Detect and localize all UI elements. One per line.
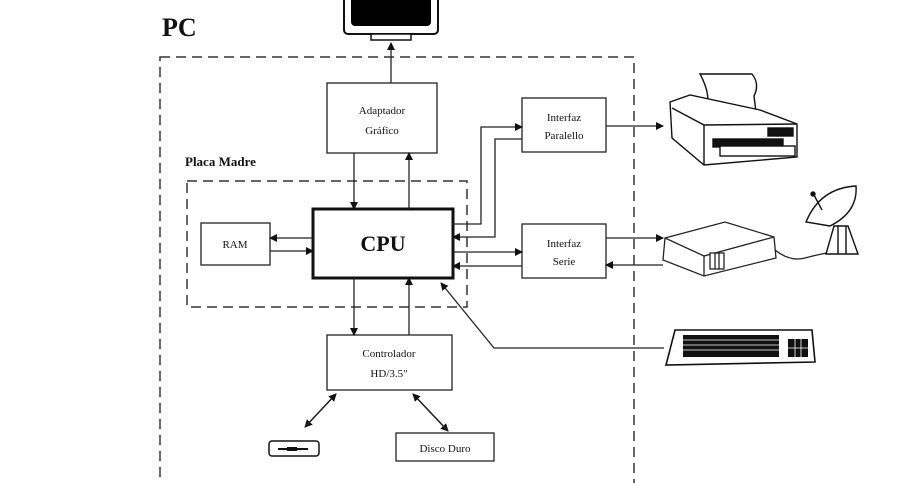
pc-title: PC (162, 13, 197, 42)
parallel-interface-line1: Interfaz (547, 112, 581, 124)
ram-label: RAM (222, 239, 247, 251)
keyboard-icon (664, 329, 816, 366)
keyboard-to-cpu-arrow (440, 282, 664, 349)
printer-icon (669, 73, 798, 166)
serial-interface-line1: Interfaz (547, 238, 581, 250)
disk-controller-box: Controlador HD/3.5" (326, 334, 453, 391)
floppy-to-controller-arrow (304, 393, 337, 428)
graphics-adapter-box: Adaptador Gráfico (326, 82, 438, 154)
ram-box: RAM (200, 222, 271, 266)
parallel-interface-line2: Paralello (544, 130, 584, 142)
parallel-to-cpu-arrow (452, 138, 522, 241)
hard-disk-label: Disco Duro (419, 443, 471, 455)
cpu-box: CPU (311, 207, 455, 280)
serial-interface-line2: Serie (553, 256, 576, 268)
hard-disk-box: Disco Duro (395, 432, 495, 462)
graphics-adapter-line1: Adaptador (359, 105, 406, 117)
serial-interface-box: Interfaz Serie (521, 223, 607, 279)
disk-controller-line2: HD/3.5" (370, 368, 407, 380)
monitor-icon (343, 0, 439, 41)
motherboard-boundary (186, 180, 468, 308)
parallel-interface-box: Interfaz Paralello (521, 97, 607, 153)
cpu-label: CPU (360, 231, 405, 256)
disk-to-controller-arrow (412, 393, 449, 432)
modem-icon (662, 221, 833, 277)
graphics-adapter-line2: Gráfico (365, 125, 399, 137)
pc-boundary (159, 56, 635, 483)
motherboard-label: Placa Madre (185, 154, 256, 169)
floppy-drive-icon (268, 440, 320, 457)
disk-controller-line1: Controlador (362, 348, 415, 360)
cpu-to-parallel-arrow (453, 123, 523, 225)
satellite-dish-icon (805, 185, 859, 255)
